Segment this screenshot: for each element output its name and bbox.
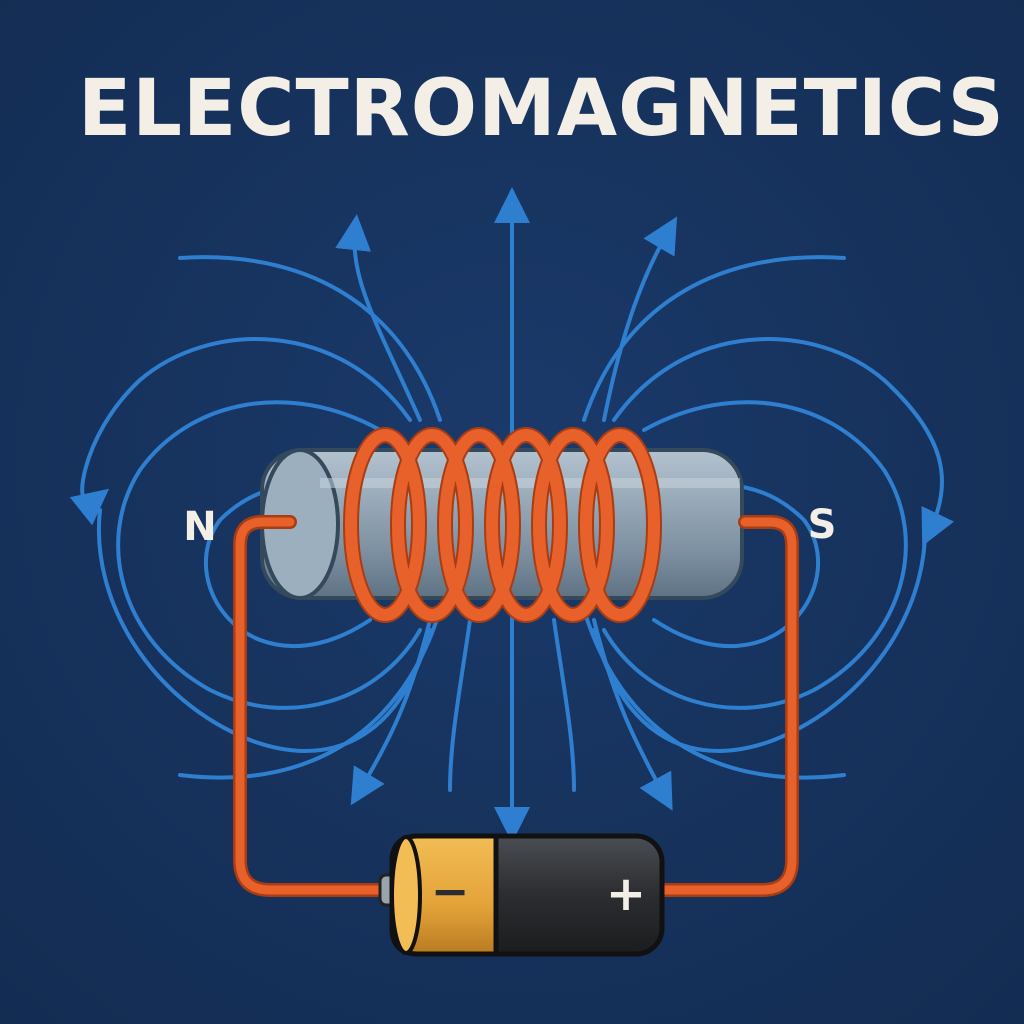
- coil-turn: [486, 429, 566, 621]
- field-line-left-2: [116, 400, 422, 710]
- field-line-left-3: [69, 337, 412, 526]
- coil-turn: [580, 429, 660, 621]
- circuit-wire: [233, 515, 799, 897]
- page-title: ELECTROMAGNETICS: [78, 64, 1005, 154]
- coil-icon: [343, 427, 662, 623]
- field-line-left-9: [448, 618, 472, 792]
- field-line-left-6: [96, 508, 432, 753]
- field-line-right-4: [602, 216, 678, 422]
- battery-positive-label: +: [606, 866, 646, 922]
- field-line-right-2: [602, 400, 908, 710]
- field-line-right-6: [592, 508, 928, 753]
- coil-turn: [439, 429, 519, 621]
- coil-turn: [392, 429, 472, 621]
- field-line-right-3: [612, 337, 955, 547]
- south-pole-label: S: [808, 502, 837, 548]
- field-line-right-9: [552, 618, 576, 792]
- battery-icon: [378, 833, 665, 957]
- field-line-left-5: [178, 255, 442, 422]
- iron-core-icon: [260, 448, 744, 600]
- north-pole-label: N: [183, 504, 216, 550]
- battery-negative-label: −: [431, 864, 470, 918]
- field-line-left-8: [350, 618, 432, 806]
- coil-turn: [533, 429, 613, 621]
- coil-turn: [345, 429, 425, 621]
- field-line-right-8: [592, 618, 673, 811]
- field-line-right-5: [582, 255, 846, 422]
